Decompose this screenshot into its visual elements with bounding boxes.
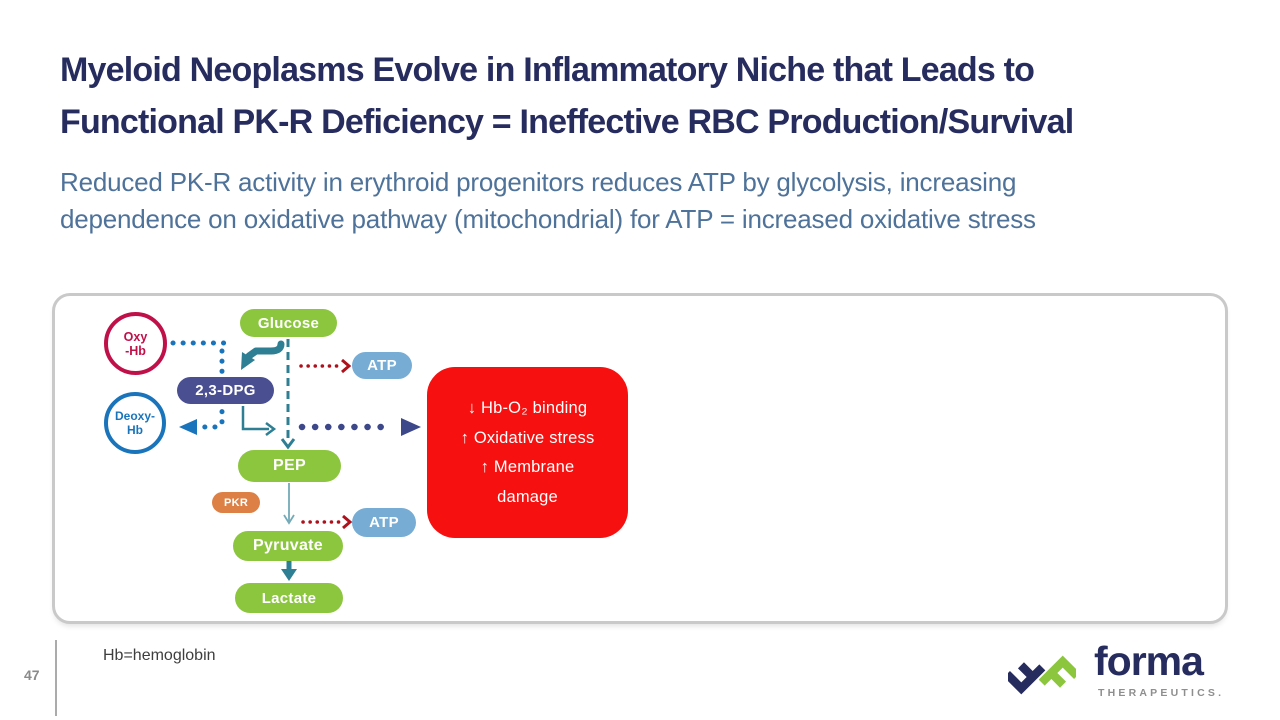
- slide-subtitle: Reduced PK-R activity in erythroid proge…: [60, 164, 1240, 238]
- outcome-line1: ↓ Hb-O₂ binding: [467, 399, 588, 417]
- bent-arrow-glucose-to-dpg: [241, 340, 285, 370]
- outcome-box: ↓ Hb-O₂ binding ↑ Oxidative stress ↑ Mem…: [427, 367, 628, 538]
- slide-subtitle-line2: dependence on oxidative pathway (mitocho…: [60, 204, 1036, 234]
- slide-title: Myeloid Neoplasms Evolve in Inflammatory…: [60, 44, 1250, 148]
- node-pep: PEP: [238, 450, 341, 482]
- thick-arrow-pyruvate-to-lactate: [281, 561, 297, 581]
- node-pyruvate: Pyruvate: [233, 531, 343, 561]
- footnote: Hb=hemoglobin: [103, 647, 216, 664]
- outcome-line3: ↑ Membrane: [480, 458, 575, 476]
- footer-divider: [55, 640, 57, 716]
- dashed-arrow-glucose-to-pep: [280, 339, 296, 450]
- page-number: 47: [24, 667, 40, 683]
- outcome-line2: ↑ Oxidative stress: [460, 428, 595, 447]
- node-deoxy-hb: Deoxy- Hb: [104, 392, 166, 454]
- node-atp-upper: ATP: [352, 352, 412, 379]
- node-glucose: Glucose: [240, 309, 337, 337]
- deoxy-hb-label-line1: Deoxy-: [114, 409, 155, 423]
- node-2-3-dpg: 2,3-DPG: [177, 377, 274, 404]
- dotted-arrow-to-atp-lower: [301, 514, 353, 530]
- slide-title-line2: Functional PK-R Deficiency = Ineffective…: [60, 103, 1074, 141]
- forma-logo-icon: [1008, 655, 1076, 695]
- slide-title-line1: Myeloid Neoplasms Evolve in Inflammatory…: [60, 51, 1035, 89]
- deoxy-hb-label-line2: Hb: [127, 423, 143, 437]
- node-oxy-hb: Oxy -Hb: [104, 312, 167, 375]
- oxy-hb-label-line1: Oxy: [123, 329, 148, 344]
- forma-logo-subtext: THERAPEUTICS.: [1098, 687, 1225, 699]
- elbow-arrow-dpg-return: [241, 406, 277, 436]
- dotted-arrow-to-outcome-box: [298, 418, 421, 436]
- thin-arrow-pep-to-pyruvate: [283, 483, 295, 525]
- oxy-hb-label-line2: -Hb: [125, 343, 146, 358]
- node-atp-lower: ATP: [352, 508, 416, 537]
- node-pkr: PKR: [212, 492, 260, 513]
- arrowhead-deoxyhb: [179, 419, 197, 435]
- forma-logo-text: forma: [1094, 638, 1204, 684]
- dotted-arrow-oxyhb-to-deoxyhb: [170, 340, 229, 430]
- node-lactate: Lactate: [235, 583, 343, 613]
- outcome-line4: damage: [497, 487, 558, 506]
- dotted-arrow-to-atp-upper: [299, 358, 352, 374]
- slide-subtitle-line1: Reduced PK-R activity in erythroid proge…: [60, 167, 1017, 197]
